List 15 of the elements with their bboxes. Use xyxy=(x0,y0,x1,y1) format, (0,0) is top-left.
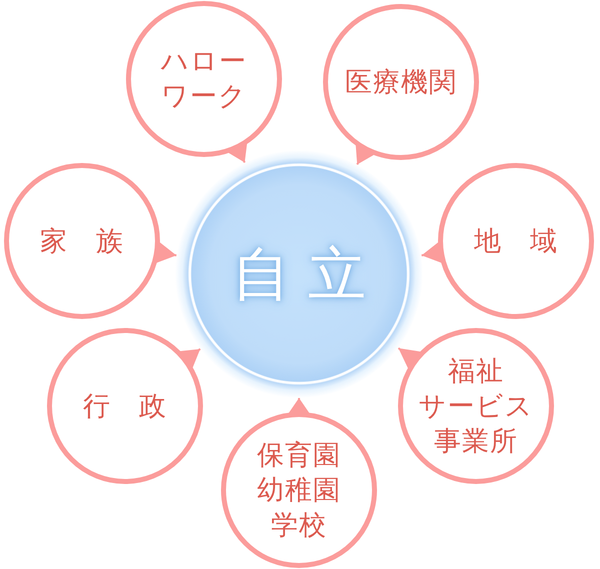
node-label: 福祉サービス事業所 xyxy=(418,354,534,458)
arrow xyxy=(227,142,248,163)
node-label: 保育園幼稚園学校 xyxy=(257,438,341,542)
node-label: 家 族 xyxy=(40,224,124,258)
node-label: 医療機関 xyxy=(345,66,457,100)
arrow xyxy=(178,348,201,369)
arrow xyxy=(398,347,422,370)
node-label: 行 政 xyxy=(83,390,167,424)
arrow xyxy=(421,242,443,264)
node-label: ハローワーク xyxy=(161,45,247,114)
arrow xyxy=(155,242,177,264)
arrow xyxy=(356,144,376,165)
arrow xyxy=(288,398,310,414)
center-label: 自 立 xyxy=(232,242,366,306)
node-label: 地 域 xyxy=(474,224,558,258)
